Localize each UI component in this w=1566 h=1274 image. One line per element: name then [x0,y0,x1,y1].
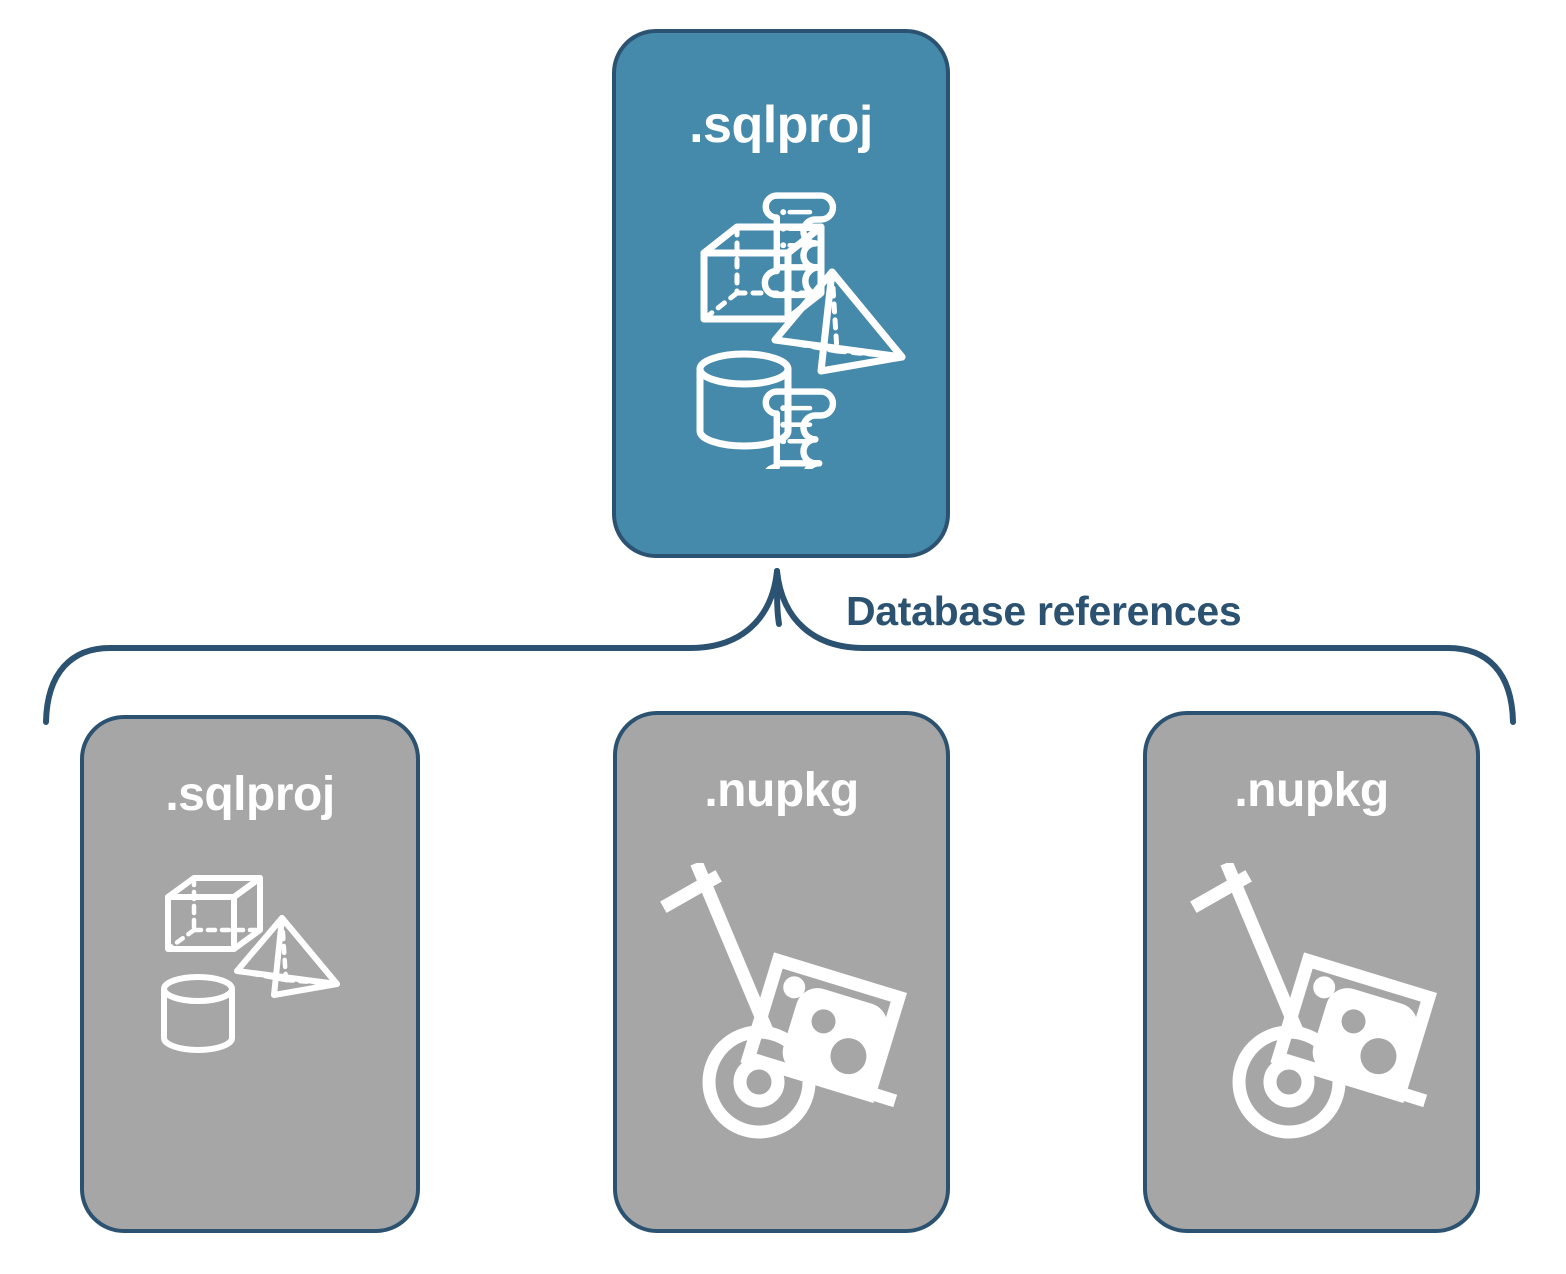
pyramid-icon [234,915,340,998]
node-ref-sqlproj-artwork [161,875,340,1053]
node-ref-nupkg-2-label: .nupkg [1234,764,1389,817]
node-ref-nupkg-1-label: .nupkg [704,764,859,817]
scroll-icon-bottom [762,388,837,469]
cube-icon [165,875,263,952]
node-ref-nupkg-1[interactable]: .nupkg [613,711,950,1233]
brace-label-database-references: Database references [846,588,1242,634]
node-ref-sqlproj[interactable]: .sqlproj [80,715,420,1233]
pyramid-icon [771,268,906,375]
node-ref-nupkg-2[interactable]: .nupkg [1143,711,1480,1233]
node-root-sqlproj-artwork [696,192,906,469]
hand-truck-package-icon [1190,863,1437,1139]
node-root-sqlproj-label: .sqlproj [689,96,873,154]
node-ref-sqlproj-label: .sqlproj [165,768,335,821]
node-ref-nupkg-2-artwork [1190,863,1437,1139]
cylinder-icon [161,974,235,1053]
node-root-sqlproj[interactable]: .sqlproj [612,29,950,558]
hand-truck-package-icon [660,863,907,1139]
cylinder-icon [696,350,792,450]
scroll-icon-top [761,192,837,299]
node-ref-nupkg-1-artwork [660,863,907,1139]
